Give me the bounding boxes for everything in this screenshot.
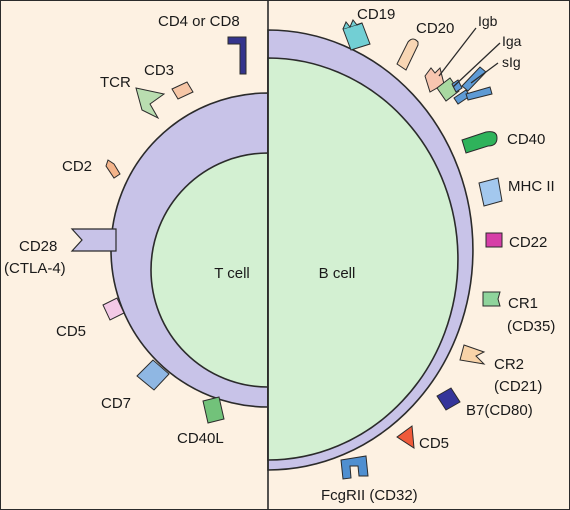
cd40-receptor bbox=[461, 131, 498, 154]
igb-label: Igb bbox=[478, 13, 498, 29]
cd21-label: (CD21) bbox=[494, 378, 542, 395]
cd4-cd8-receptor bbox=[227, 36, 247, 75]
cd19-receptor-top bbox=[342, 19, 363, 30]
cd20-receptor bbox=[396, 38, 419, 71]
t-cell bbox=[110, 92, 269, 408]
ctla4-label: (CTLA-4) bbox=[4, 260, 66, 277]
cr2-receptor bbox=[459, 344, 486, 365]
cd5-b-receptor bbox=[396, 425, 415, 449]
sig-label: sIg bbox=[502, 54, 521, 70]
tcr-receptor bbox=[135, 87, 166, 120]
cd20-label: CD20 bbox=[416, 20, 454, 37]
b7-receptor bbox=[436, 387, 461, 411]
mhc2-receptor bbox=[478, 177, 503, 207]
cd28-receptor bbox=[70, 228, 117, 252]
mhc2-label: MHC II bbox=[508, 178, 555, 195]
cd22-label: CD22 bbox=[509, 234, 547, 251]
t-cell-label: T cell bbox=[214, 265, 250, 282]
cd3-label: CD3 bbox=[144, 62, 174, 79]
cd40-label: CD40 bbox=[507, 131, 545, 148]
tcr-label: TCR bbox=[100, 74, 131, 91]
cd7-label: CD7 bbox=[101, 395, 131, 412]
cd5-t-label: CD5 bbox=[56, 323, 86, 340]
cr1-receptor bbox=[482, 291, 501, 307]
b7-label: B7(CD80) bbox=[466, 402, 533, 419]
iga-label: Iga bbox=[502, 33, 522, 49]
t-cell-nucleus bbox=[150, 152, 269, 388]
cd5-t-receptor bbox=[102, 297, 125, 321]
cd2-label: CD2 bbox=[62, 158, 92, 175]
cd40l-receptor bbox=[202, 396, 225, 424]
sig-receptor bbox=[451, 66, 493, 105]
cd22-receptor bbox=[485, 232, 503, 248]
b-cell bbox=[267, 29, 474, 471]
cr2-label: CR2 bbox=[494, 356, 524, 373]
cd28-label: CD28 bbox=[19, 238, 57, 255]
cd7-receptor bbox=[136, 359, 170, 391]
cd40l-label: CD40L bbox=[177, 430, 224, 447]
igb-pointer bbox=[438, 27, 477, 77]
iga-pointer bbox=[452, 42, 501, 88]
cd4-cd8-label: CD4 or CD8 bbox=[158, 13, 240, 30]
fcgrii-label: FcgRII (CD32) bbox=[321, 487, 418, 504]
cd19-label: CD19 bbox=[357, 6, 395, 23]
b-cell-label: B cell bbox=[319, 265, 356, 282]
b-cell-nucleus bbox=[267, 57, 459, 461]
cd5-b-label: CD5 bbox=[419, 435, 449, 452]
cd3-receptor bbox=[171, 81, 194, 100]
fcgrii-receptor bbox=[340, 455, 369, 480]
sig-pointer bbox=[470, 62, 499, 84]
cd2-receptor bbox=[105, 159, 121, 179]
cr1-label: CR1 bbox=[508, 295, 538, 312]
cd35-label: (CD35) bbox=[507, 318, 555, 335]
